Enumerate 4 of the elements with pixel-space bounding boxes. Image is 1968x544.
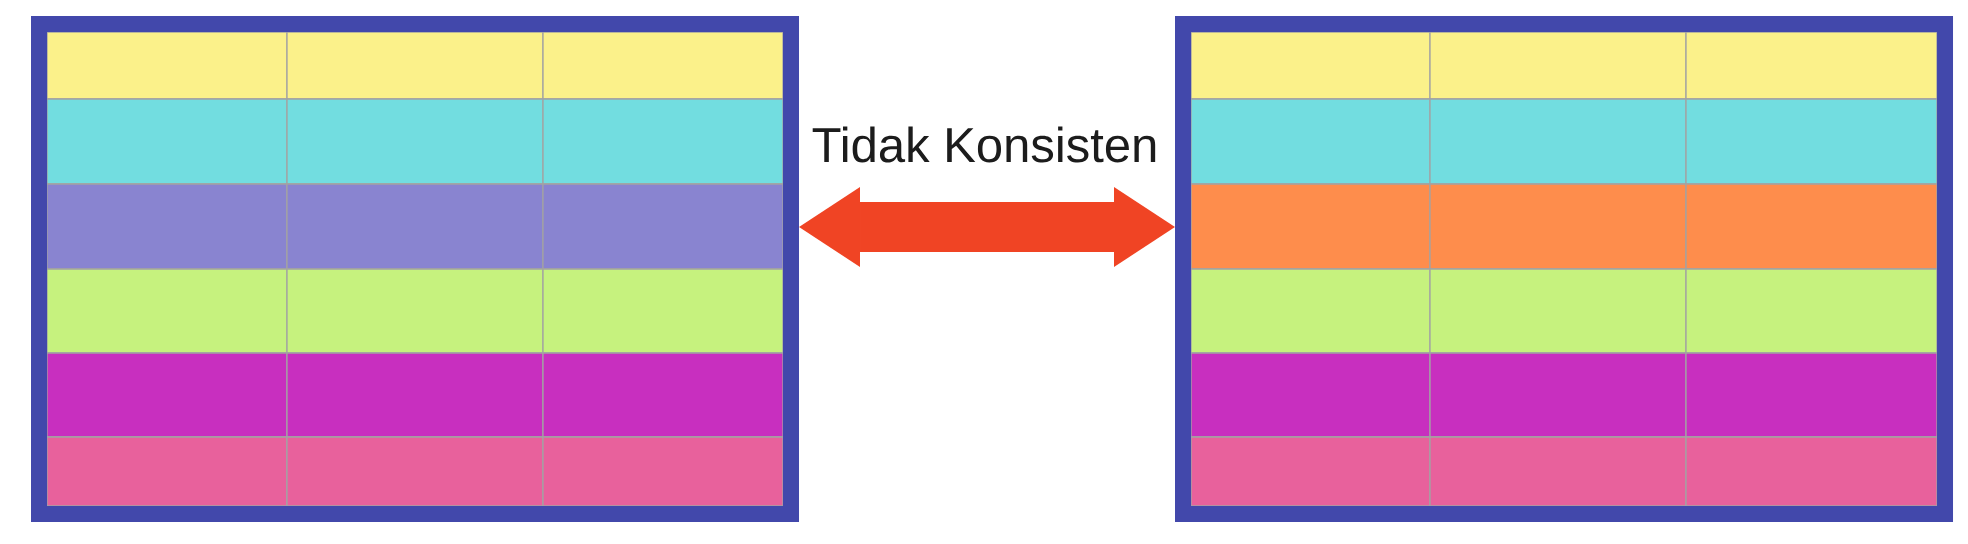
table-frame [1175, 16, 1953, 522]
double-arrow [799, 187, 1175, 267]
table-frame [31, 16, 799, 522]
edge-label: Tidak Konsisten [812, 126, 1156, 163]
